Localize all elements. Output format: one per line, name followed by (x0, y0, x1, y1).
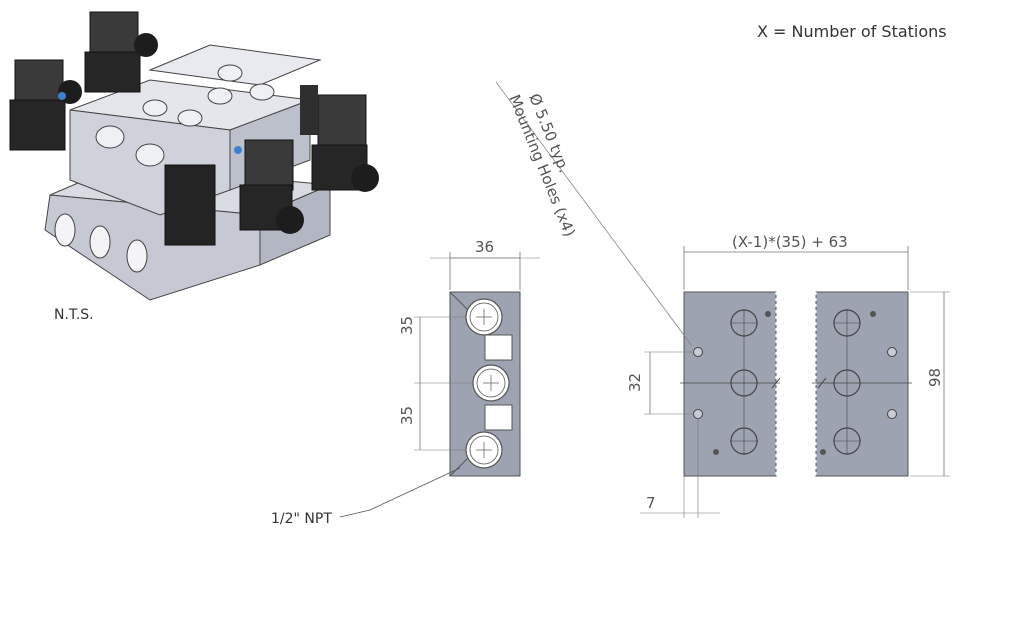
hole-spacing-dimension: 32 (626, 372, 644, 392)
stations-note: X = Number of Stations (757, 22, 947, 41)
top-view-manifold (495, 81, 950, 518)
edge-offset-dimension: 7 (646, 494, 656, 512)
manifold-isometric-illustration (9, 11, 379, 301)
port-pitch-dimension-bottom: 35 (398, 405, 416, 425)
end-view-profile (339, 252, 540, 518)
port-size-label: 1/2" NPT (271, 511, 332, 527)
port-pitch-dimension-top: 35 (398, 315, 416, 335)
length-formula-dimension: (X-1)*(35) + 63 (732, 233, 848, 251)
end-width-dimension: 36 (475, 238, 495, 256)
height-dimension: 98 (926, 367, 944, 387)
scale-note: N.T.S. (54, 307, 94, 323)
